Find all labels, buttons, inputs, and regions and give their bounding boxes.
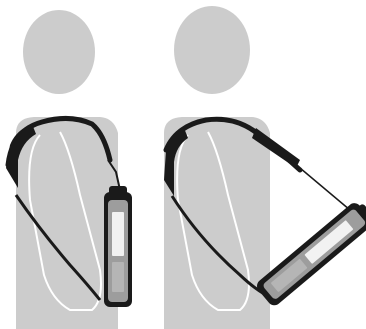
person-torso: [16, 117, 118, 329]
person-torso: [164, 117, 270, 329]
figure-hanging-carry: [5, 10, 132, 329]
device-vertical: [104, 186, 132, 307]
device-top-cap: [109, 186, 127, 196]
strap-chest-pad: [252, 128, 300, 168]
person-head: [174, 6, 250, 94]
device-top-cap: [356, 204, 366, 221]
strap-clip: [107, 159, 121, 191]
device-screen: [112, 212, 124, 256]
figure-tilted-carry: [163, 6, 366, 329]
arm-outline: [28, 131, 102, 311]
device-keypad: [112, 262, 124, 292]
strap-lower: [14, 194, 102, 301]
strap-shoulder-pad: [6, 124, 36, 188]
device-tilted: [257, 203, 366, 306]
device-keypad: [271, 259, 308, 292]
person-head: [23, 10, 95, 94]
strap-back-pad: [164, 128, 188, 196]
device-screen: [304, 220, 354, 264]
strap-cord: [299, 167, 351, 211]
arm-outline: [176, 131, 250, 311]
